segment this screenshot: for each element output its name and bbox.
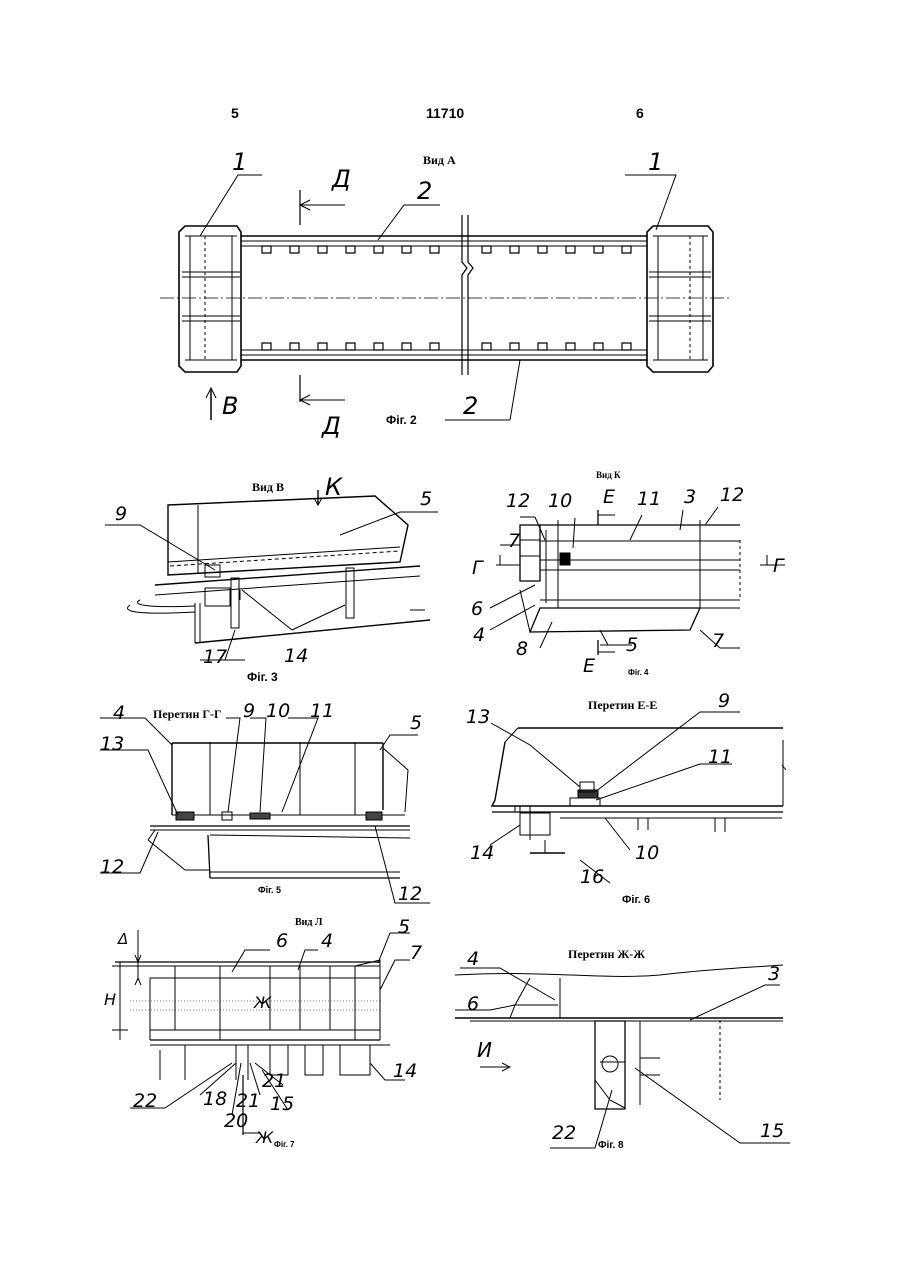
fig7-label-zh-bottom: Ж: [256, 1128, 273, 1147]
fig3-caption: Фіг. 3: [247, 670, 278, 684]
fig8-label-22: 22: [552, 1122, 576, 1144]
fig5-label-12b: 12: [398, 883, 422, 905]
fig4-label-10: 10: [548, 490, 572, 512]
fig3-view-title: Вид В: [252, 480, 284, 495]
fig7-label-5: 5: [398, 916, 410, 938]
fig4-label-g-right: Г: [773, 555, 784, 577]
fig4-label-7b: 7: [712, 630, 724, 652]
fig3-label-17: 17: [203, 646, 227, 668]
fig2-view-title: Вид А: [423, 153, 456, 168]
fig4-caption: Фіг. 4: [628, 668, 648, 677]
fig4-label-e-top: Е: [603, 486, 615, 508]
fig2-label-d-bottom: Д: [322, 412, 341, 440]
fig4-view-title: Вид К: [596, 470, 621, 480]
fig4-label-7a: 7: [508, 530, 520, 552]
fig4-label-8: 8: [516, 638, 528, 660]
fig4-label-e-bottom: Е: [583, 655, 595, 677]
fig4-label-12a: 12: [506, 490, 530, 512]
fig2-label-v-arrow: В: [222, 392, 238, 420]
fig6-label-9: 9: [718, 690, 730, 712]
fig2-label-2-top: 2: [417, 177, 432, 205]
fig3-label-5: 5: [420, 488, 432, 510]
fig6-label-10: 10: [635, 842, 659, 864]
fig8-label-15: 15: [760, 1120, 784, 1142]
fig5-label-9: 9: [243, 700, 255, 722]
fig2-label-1-right: 1: [648, 148, 663, 176]
fig6-label-13: 13: [466, 706, 490, 728]
fig8-label-3: 3: [768, 963, 780, 985]
fig2-caption: Фіг. 2: [386, 413, 417, 427]
fig7-label-22: 22: [133, 1090, 157, 1112]
fig5-label-11: 11: [310, 700, 334, 722]
fig4-label-5: 5: [626, 634, 638, 656]
fig6-caption: Фіг. 6: [622, 894, 650, 906]
fig3-label-k: К: [325, 473, 342, 501]
fig7-view-title: Вид Л: [295, 917, 322, 928]
fig7-label-dim-h: H: [104, 990, 116, 1009]
fig8-label-i-arrow: И: [477, 1038, 492, 1062]
fig6-label-14: 14: [470, 842, 494, 864]
fig4-label-6: 6: [471, 598, 483, 620]
fig7-caption: Фіг. 7: [274, 1140, 294, 1149]
fig7-label-zh-center: Ж: [254, 993, 271, 1012]
fig4-label-12b: 12: [720, 484, 744, 506]
fig7-label-6: 6: [276, 930, 288, 952]
fig5-label-10: 10: [266, 700, 290, 722]
fig8-view-title: Перетин Ж-Ж: [568, 947, 645, 962]
fig4-label-11: 11: [637, 488, 661, 510]
fig7-label-20: 20: [224, 1110, 248, 1132]
fig5-view-title: Перетин Г-Г: [153, 707, 222, 722]
fig4-label-3: 3: [684, 486, 696, 508]
fig8-label-6: 6: [467, 993, 479, 1015]
fig2-label-2-bottom: 2: [463, 392, 478, 420]
fig6-label-16: 16: [580, 866, 604, 888]
fig5-caption: Фіг. 5: [258, 885, 281, 895]
fig7-label-dim-small: Δ: [118, 930, 128, 948]
fig7-label-21a: 21: [262, 1070, 286, 1092]
fig6-label-11: 11: [708, 746, 732, 768]
fig6-view-title: Перетин Е-Е: [588, 698, 657, 713]
fig7-label-4: 4: [321, 930, 333, 952]
fig5-label-13: 13: [100, 733, 124, 755]
fig3-label-9: 9: [115, 503, 127, 525]
fig7-label-15: 15: [270, 1093, 294, 1115]
fig8-label-4: 4: [467, 948, 479, 970]
fig7-label-18: 18: [203, 1088, 227, 1110]
fig3-label-14: 14: [284, 645, 308, 667]
fig2-label-d-top: Д: [332, 165, 351, 193]
fig2-label-1-left: 1: [232, 148, 247, 176]
fig4-label-4: 4: [473, 624, 485, 646]
fig5-label-5: 5: [410, 712, 422, 734]
fig7-label-7: 7: [410, 942, 422, 964]
fig8-caption: Фіг. 8: [598, 1140, 624, 1151]
fig7-label-14: 14: [393, 1060, 417, 1082]
fig4-label-g-left: Г: [472, 557, 483, 579]
fig7-label-21b: 21: [236, 1090, 260, 1112]
fig5-label-12a: 12: [100, 856, 124, 878]
fig5-label-4: 4: [113, 702, 125, 724]
